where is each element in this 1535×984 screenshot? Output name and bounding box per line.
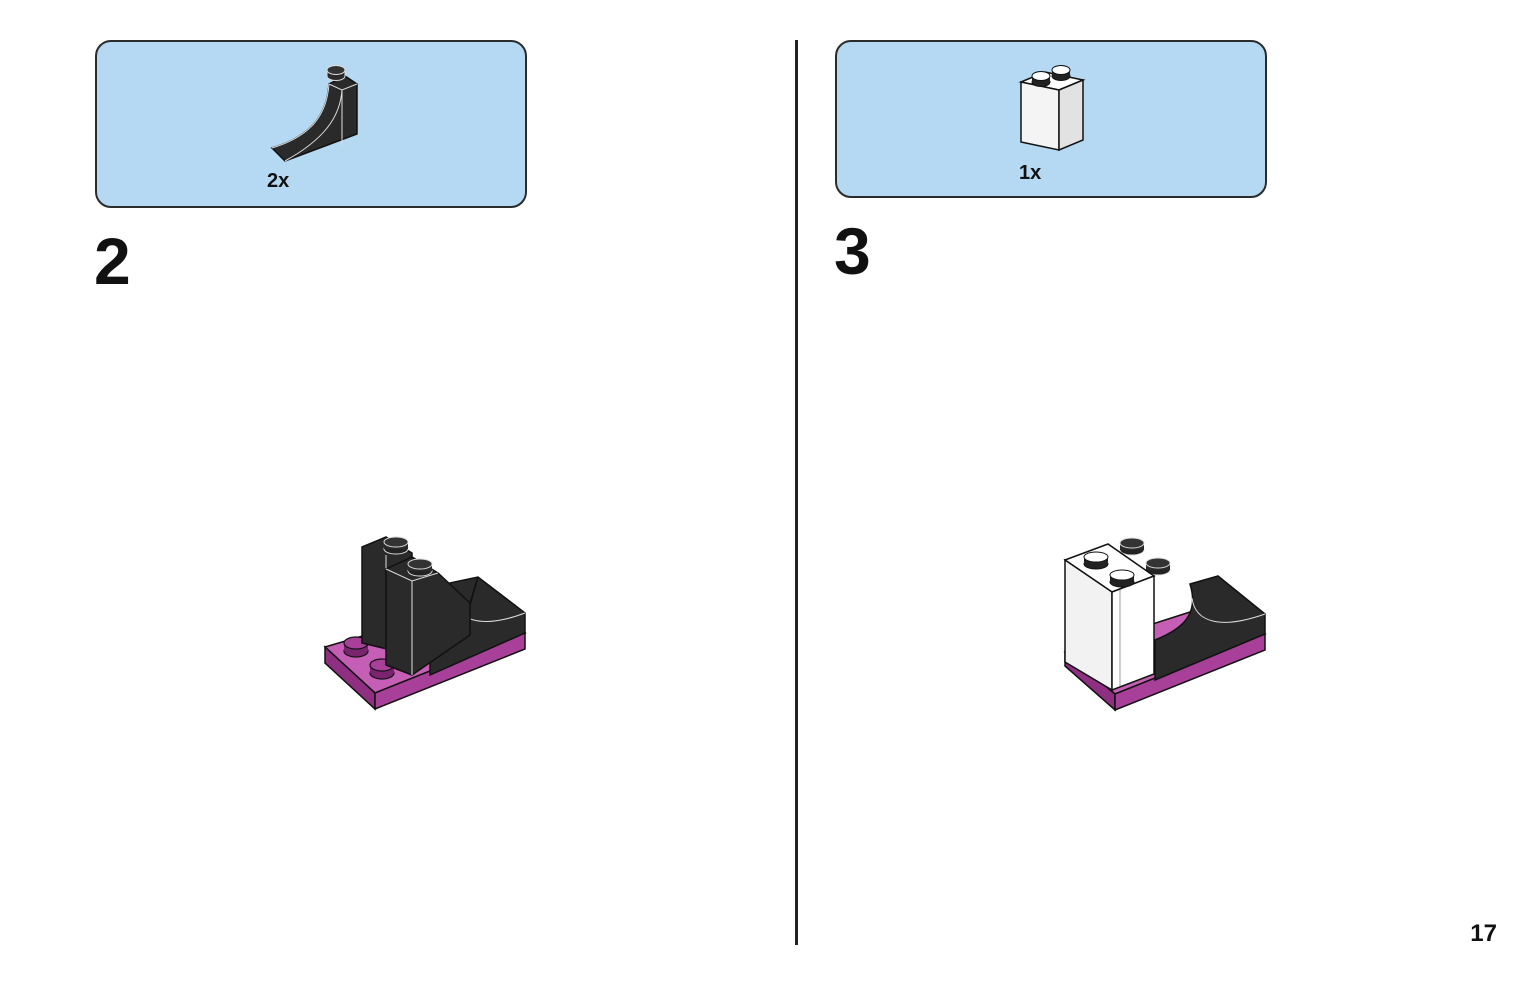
step-2-assembly-illustration	[323, 536, 527, 711]
step-3-assembly-illustration	[1063, 537, 1267, 712]
plate-studs	[343, 636, 395, 680]
part-quantity: 1x	[1019, 162, 1042, 184]
page-divider	[795, 40, 798, 945]
step-number: 3	[834, 214, 871, 288]
step-number: 2	[94, 224, 131, 298]
parts-box-step-3: 1x	[835, 40, 1267, 198]
page-number: 17	[1470, 920, 1497, 947]
parts-box-step-2: 2x	[95, 40, 527, 208]
white-brick-1x2-icon	[1018, 65, 1086, 152]
curved-slope-brick-icon	[270, 65, 358, 162]
part-quantity: 2x	[267, 170, 290, 192]
